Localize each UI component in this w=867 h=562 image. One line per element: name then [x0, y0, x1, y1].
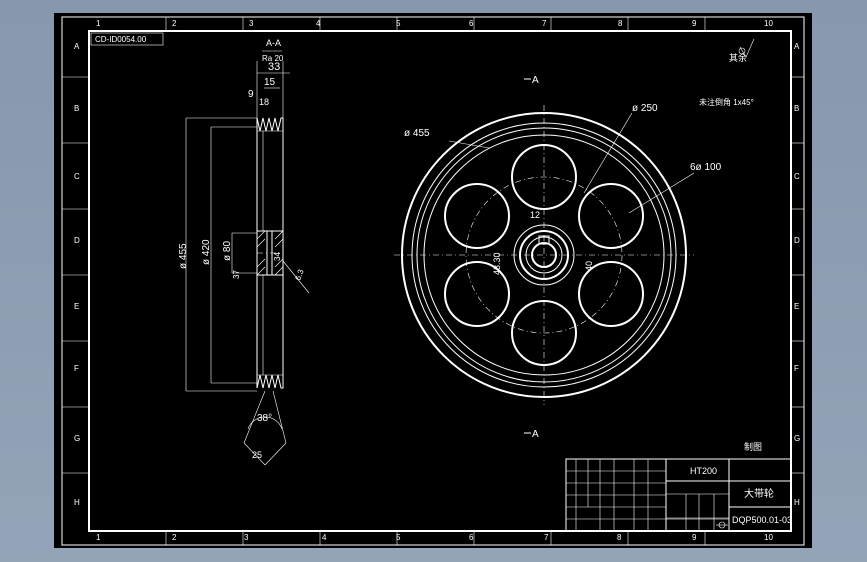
row-letter-A: A	[74, 42, 80, 51]
zone-ticks-top	[165, 17, 706, 545]
sheet-inner-frame	[88, 30, 792, 532]
row-letter-C: C	[74, 172, 80, 181]
roughness-note: 其余	[729, 52, 747, 63]
col-num-b-6: 6	[469, 533, 474, 542]
col-num-b-8: 8	[617, 533, 622, 542]
column-numbers-top: 1 2 3 4 5 6 7 8 9 10	[96, 19, 773, 28]
dim-37: 37	[232, 270, 241, 279]
hole-pitch-circle	[465, 176, 623, 334]
dim-455-front: ø 455	[404, 128, 430, 139]
dim-12: 12	[530, 210, 540, 220]
title-block: HT200 大带轮 DQP500.01-03	[565, 458, 792, 532]
col-num-b-4: 4	[322, 533, 327, 542]
row-letters-right: A B C D E F G H	[794, 42, 800, 507]
col-num-7: 7	[542, 19, 547, 28]
dim-25: 25	[252, 450, 262, 460]
section-subtitle: Ra 20	[262, 54, 284, 63]
row-letter-H: H	[74, 498, 80, 507]
row-letter-D: D	[74, 236, 80, 245]
bore	[531, 242, 557, 268]
col-num-1: 1	[96, 19, 101, 28]
hub-ring	[519, 230, 569, 280]
row-letter-E: E	[74, 302, 79, 311]
row-letter-r-D: D	[794, 236, 800, 245]
row-letter-r-E: E	[794, 302, 799, 311]
row-letter-r-H: H	[794, 498, 800, 507]
dim-15: 15	[264, 77, 276, 88]
col-num-b-10: 10	[764, 533, 773, 542]
hub-inner	[525, 236, 563, 274]
code-box-frame	[90, 32, 164, 46]
dim-6x100: 6ø 100	[690, 162, 722, 173]
row-letters-left: A B C D E F G H	[74, 42, 80, 507]
cut-marker-top: A	[532, 75, 539, 86]
titleblock-material: HT200	[690, 466, 717, 476]
row-letter-r-G: G	[794, 434, 800, 443]
col-num-9: 9	[692, 19, 697, 28]
col-num-b-9: 9	[692, 533, 697, 542]
lightening-hole-1	[511, 144, 577, 210]
dim-420: ø 420	[201, 239, 212, 265]
col-num-b-1: 1	[96, 533, 101, 542]
dim-4330: 43.30	[492, 252, 502, 275]
col-num-10: 10	[764, 19, 773, 28]
roughness-symbol	[739, 38, 755, 58]
cut-marker-bottom: A	[532, 429, 539, 440]
col-num-b-5: 5	[396, 533, 401, 542]
dim-80: ø 80	[222, 241, 233, 261]
dim-250: ø 250	[632, 103, 658, 114]
row-letter-B: B	[74, 104, 79, 113]
lightening-hole-3	[578, 261, 644, 327]
row-letter-G: G	[74, 434, 80, 443]
col-num-4: 4	[316, 19, 321, 28]
zone-ticks-side	[62, 76, 804, 474]
col-num-5: 5	[396, 19, 401, 28]
dim-18: 18	[259, 97, 269, 107]
drawing-sheet[interactable]: .ln { stroke:#fff; fill:none; stroke-wid…	[54, 13, 812, 548]
row-letter-r-A: A	[794, 42, 800, 51]
hub-outer	[513, 224, 575, 286]
dim-33: 33	[268, 61, 280, 73]
keyway	[538, 235, 550, 245]
lightening-hole-4	[511, 300, 577, 366]
lightening-hole-6	[444, 183, 510, 249]
column-numbers-bottom: 1 2 3 4 5 6 7 8 9 10	[96, 533, 773, 542]
col-num-6: 6	[469, 19, 474, 28]
dim-455-side: ø 455	[178, 243, 189, 269]
section-title: A-A	[266, 38, 281, 48]
section-view-aa: A-A Ra 20 33 15 9 18	[178, 38, 310, 466]
drawing-canvas: .ln { stroke:#fff; fill:none; stroke-wid…	[61, 16, 805, 546]
row-letter-r-B: B	[794, 104, 799, 113]
row-letter-r-C: C	[794, 172, 800, 181]
row-letter-r-F: F	[794, 364, 799, 373]
col-num-b-2: 2	[172, 533, 177, 542]
titleblock-part-name: 大带轮	[744, 487, 774, 500]
dim-34: 34	[273, 252, 282, 261]
lightening-hole-2	[578, 183, 644, 249]
dim-9: 9	[248, 89, 254, 100]
tech-note: 未注倒角 1x45°	[699, 97, 754, 107]
dim-63: 6.3	[293, 268, 305, 282]
titleblock-drawing-number: DQP500.01-03	[732, 515, 792, 525]
code-box-text: CD-ID0054.00	[95, 35, 147, 44]
lightening-hole-5	[444, 261, 510, 327]
col-num-8: 8	[618, 19, 623, 28]
corner-label: 制图	[744, 441, 762, 452]
front-view: A A	[394, 75, 722, 440]
sheet-outer-border	[61, 16, 805, 546]
col-num-b-7: 7	[544, 533, 549, 542]
row-letter-F: F	[74, 364, 79, 373]
col-num-b-3: 3	[244, 533, 249, 542]
pulley-section-outline	[256, 117, 284, 389]
col-num-2: 2	[172, 19, 177, 28]
col-num-3: 3	[249, 19, 254, 28]
dim-40: 40	[584, 261, 594, 271]
dim-38-angle: 38°	[257, 413, 272, 424]
